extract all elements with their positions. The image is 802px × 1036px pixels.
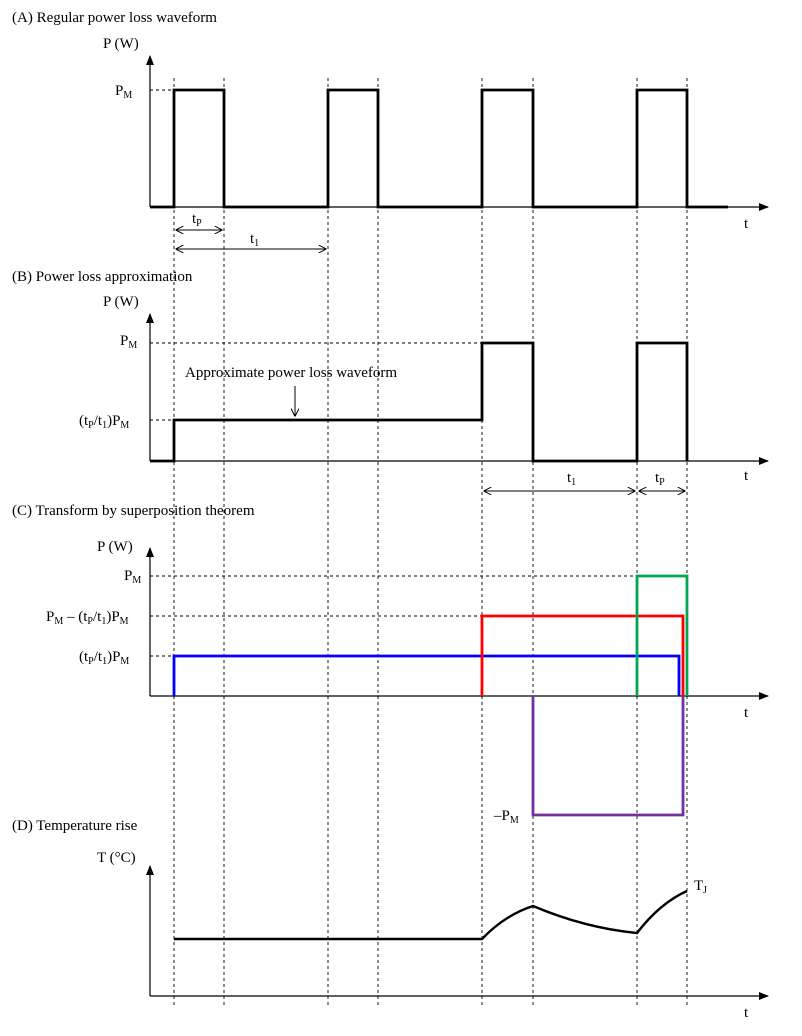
difference-label: PM – (tP/t1)PM — [46, 609, 129, 627]
purple-negative-pulse — [531, 696, 685, 817]
panel-a-x-label: t — [744, 216, 749, 232]
panel-d: (D) Temperature rise T (°C) t TJ — [12, 818, 769, 1021]
panel-d-y-label: T (°C) — [97, 850, 136, 866]
vertical-guides — [173, 78, 688, 1005]
panel-a: (A) Regular power loss waveform P (W) t … — [12, 10, 769, 249]
blue-ratio-pulse — [172, 654, 681, 696]
panel-c-title: (C) Transform by superposition theorem — [12, 503, 255, 519]
panel-c: (C) Transform by superposition theorem P… — [12, 503, 769, 826]
panel-b-y-label: P (W) — [103, 294, 139, 310]
temperature-rise-curve — [174, 889, 688, 941]
pm-label: PM — [124, 568, 141, 586]
ratio-label: (tP/t1)PM — [79, 649, 129, 667]
tp-label: tP — [655, 470, 665, 488]
negative-pm-label: –PM — [493, 808, 519, 826]
regular-pulse-train — [150, 88, 728, 209]
panel-b-x-label: t — [744, 468, 749, 484]
panel-c-x-label: t — [744, 705, 749, 721]
ratio-label: (tP/t1)PM — [79, 413, 129, 431]
t1-label: t1 — [567, 470, 576, 488]
tj-label: TJ — [694, 878, 707, 896]
panel-d-x-label: t — [744, 1005, 749, 1021]
tp-label: tP — [192, 211, 202, 229]
approximate-waveform — [150, 341, 689, 463]
panel-a-y-label: P (W) — [103, 36, 139, 52]
red-difference-pulse — [480, 614, 685, 696]
t1-label: t1 — [250, 231, 259, 249]
panel-d-title: (D) Temperature rise — [12, 818, 138, 834]
panel-a-title: (A) Regular power loss waveform — [12, 10, 217, 26]
panel-c-y-label: P (W) — [97, 539, 133, 555]
green-peak-pulse — [635, 574, 689, 696]
panel-b: (B) Power loss approximation P (W) t PM … — [12, 269, 769, 491]
pm-label: PM — [120, 333, 137, 351]
panel-b-title: (B) Power loss approximation — [12, 269, 193, 285]
approximate-waveform-annotation: Approximate power loss waveform — [185, 365, 397, 381]
pm-label: PM — [115, 83, 132, 101]
